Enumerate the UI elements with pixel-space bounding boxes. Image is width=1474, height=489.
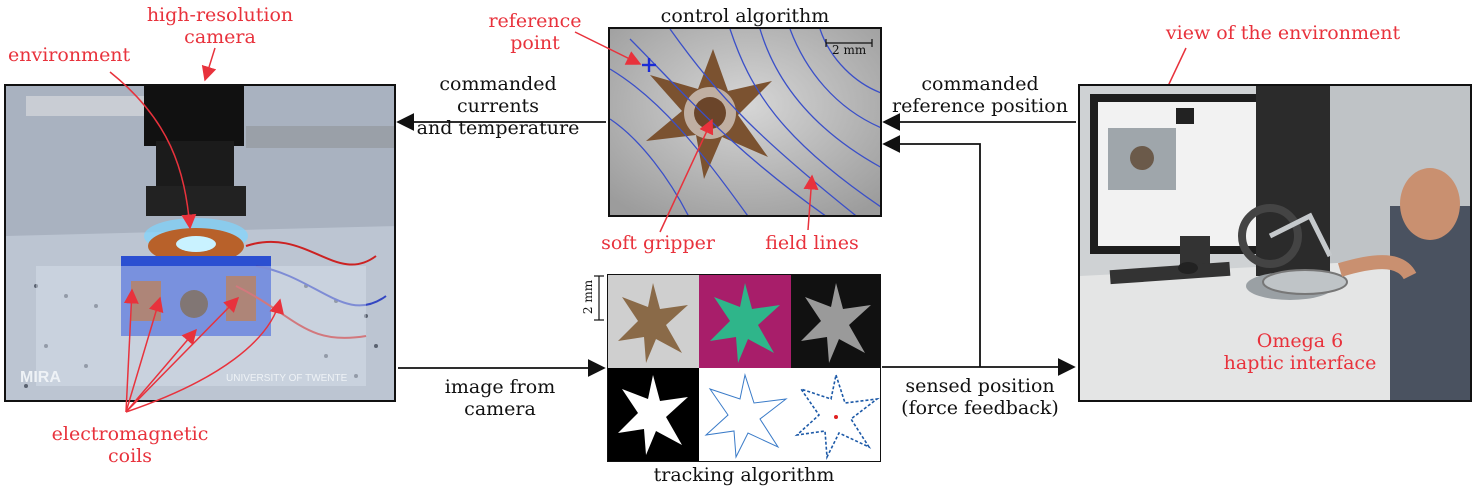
haptic-photo xyxy=(1078,84,1472,402)
camera-label: high-resolution camera xyxy=(146,4,294,48)
university-text: UNIVERSITY OF TWENTE xyxy=(226,373,348,384)
scale-bar-side-label: 2 mm xyxy=(581,279,595,315)
reference-point-marker xyxy=(642,58,656,72)
image-from-camera-label: image from camera xyxy=(444,376,556,420)
mira-logo-text: MIRA xyxy=(20,369,61,386)
view-environment-label: view of the environment xyxy=(1165,22,1401,44)
arrow-sensed-feedback xyxy=(882,135,981,367)
control-algorithm-title: control algorithm xyxy=(660,5,830,27)
field-lines-label: field lines xyxy=(765,232,859,254)
commanded-reference-label: commanded reference position xyxy=(892,73,1068,117)
reference-point-label: reference point xyxy=(488,10,582,54)
coils-label: electromagnetic coils xyxy=(51,423,209,467)
scale-bar-top-label: 2 mm xyxy=(832,43,867,57)
tracking-algorithm-image xyxy=(607,274,881,462)
pointer-camera xyxy=(201,47,217,82)
setup-photo: MIRA UNIVERSITY OF TWENTE xyxy=(4,84,396,402)
soft-gripper-label: soft gripper xyxy=(601,232,715,254)
sensed-position-label: sensed position (force feedback) xyxy=(901,375,1059,419)
control-algorithm-image: 2 mm xyxy=(608,27,882,217)
omega-label: Omega 6 haptic interface xyxy=(1223,330,1377,374)
tracking-algorithm-title: tracking algorithm xyxy=(653,464,835,486)
commanded-currents-label: commanded currents and temperature xyxy=(416,73,580,139)
environment-label: environment xyxy=(8,44,131,66)
scale-bar-side xyxy=(594,275,604,321)
